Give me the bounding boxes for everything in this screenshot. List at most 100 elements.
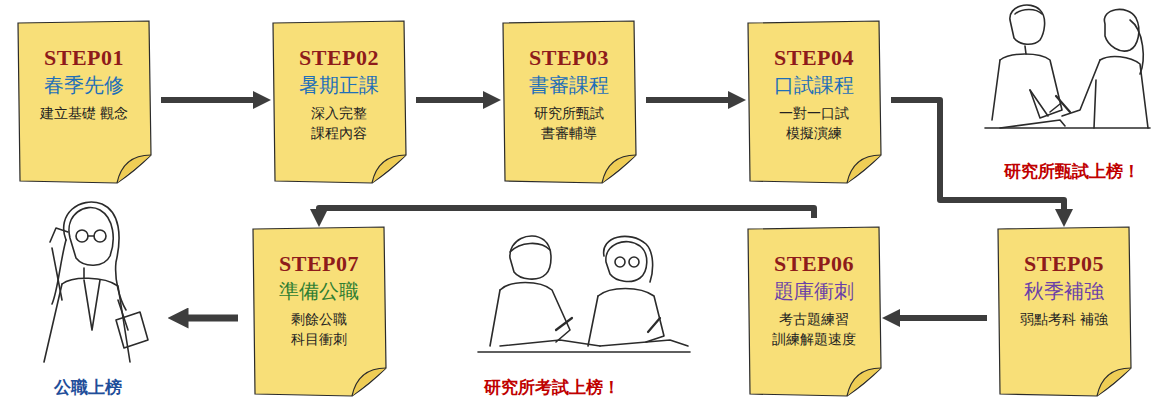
step-description: 建立基礎 觀念 xyxy=(38,104,130,124)
drawing-stroke xyxy=(598,289,664,343)
note-paper xyxy=(253,227,386,396)
drawing-stroke xyxy=(510,243,550,252)
note-curl xyxy=(847,368,881,396)
sticky-note: STEP01春季先修建立基礎 觀念 xyxy=(15,20,153,185)
drawing-stroke xyxy=(1000,120,1065,128)
sticky-note: STEP02暑期正課深入完整 課程內容 xyxy=(270,20,408,185)
note-curl xyxy=(352,368,386,396)
drawing-stroke xyxy=(500,340,600,346)
result-label: 研究所甄試上榜！ xyxy=(1002,160,1142,183)
note-paper xyxy=(503,21,636,183)
drawing-stroke xyxy=(500,283,570,343)
drawing-stroke xyxy=(52,248,62,300)
drawing-stroke xyxy=(1104,9,1138,51)
drawing-stroke xyxy=(76,230,88,242)
drawing-stroke xyxy=(1050,104,1060,112)
step-number: STEP07 xyxy=(260,252,378,276)
note-shape xyxy=(15,20,153,185)
note-paper xyxy=(748,21,881,183)
drawing-stroke xyxy=(83,268,85,278)
drawing-stroke xyxy=(606,242,647,282)
drawing-stroke xyxy=(118,300,128,330)
step-description: 剩餘公職 科目衝刺 xyxy=(273,310,365,349)
step-number: STEP06 xyxy=(755,252,873,276)
note-shape xyxy=(270,20,408,185)
step-title: 書審課程 xyxy=(510,72,628,98)
drawing-stroke xyxy=(1094,80,1096,128)
drawing-stroke xyxy=(94,230,106,242)
drawing-stroke xyxy=(44,284,62,362)
step-title: 暑期正課 xyxy=(280,72,398,98)
note-curl xyxy=(602,155,636,183)
flow-arrow xyxy=(161,97,262,103)
step-title: 春季先修 xyxy=(25,72,143,98)
note-paper xyxy=(998,227,1131,396)
note-curl xyxy=(117,155,151,183)
sticky-note: STEP06題庫衝刺考古題練習 訓練解題速度 xyxy=(745,226,883,398)
note-paper xyxy=(273,21,406,183)
step-number: STEP03 xyxy=(510,46,628,70)
students-illustration xyxy=(478,236,690,352)
note-shape xyxy=(745,20,883,185)
result-label: 研究所考試上榜！ xyxy=(482,376,622,399)
flow-arrow xyxy=(319,208,814,218)
drawing-stroke xyxy=(615,257,625,267)
drawing-stroke xyxy=(629,257,639,267)
drawing-stroke xyxy=(556,318,572,330)
step-title: 題庫衝刺 xyxy=(755,278,873,304)
step-description: 一對一口試 模擬演練 xyxy=(768,104,860,143)
sticky-note: STEP05秋季補強弱點考科 補強 xyxy=(995,226,1133,398)
drawing-stroke xyxy=(478,351,690,353)
drawing-stroke xyxy=(1015,10,1042,15)
step-description: 研究所甄試 書審輔導 xyxy=(523,104,615,143)
note-shape xyxy=(500,20,638,185)
drawing-stroke xyxy=(1130,20,1143,74)
drawing-stroke xyxy=(1010,5,1045,44)
drawing-stroke xyxy=(69,208,113,266)
note-paper xyxy=(18,21,151,183)
note-paper xyxy=(748,227,881,396)
step-description: 深入完整 課程內容 xyxy=(293,104,385,143)
note-curl xyxy=(847,155,881,183)
step-number: STEP05 xyxy=(1005,252,1123,276)
sticky-note: STEP03書審課程研究所甄試 書審輔導 xyxy=(500,20,638,185)
drawing-stroke xyxy=(588,296,598,346)
step-description: 弱點考科 補強 xyxy=(1018,310,1110,330)
flow-arrow xyxy=(891,100,1064,218)
interview-illustration xyxy=(985,5,1150,128)
note-curl xyxy=(1097,368,1131,396)
drawing-stroke xyxy=(1025,46,1026,54)
note-curl xyxy=(372,155,406,183)
drawing-stroke xyxy=(510,236,551,279)
step-description: 考古題練習 訓練解題速度 xyxy=(768,310,860,349)
drawing-stroke xyxy=(1000,54,1062,118)
flow-arrow xyxy=(416,97,492,103)
drawing-stroke xyxy=(88,235,94,237)
drawing-stroke xyxy=(116,312,148,348)
drawing-stroke xyxy=(992,60,1000,120)
flow-arrow xyxy=(891,315,987,321)
flow-arrow xyxy=(178,315,238,322)
step-number: STEP04 xyxy=(755,46,873,70)
drawing-stroke xyxy=(1056,96,1070,112)
drawing-stroke xyxy=(600,340,688,346)
step-title: 口試課程 xyxy=(755,72,873,98)
flow-arrow xyxy=(646,97,737,103)
drawing-stroke xyxy=(50,228,68,242)
step-number: STEP01 xyxy=(25,46,143,70)
drawing-stroke xyxy=(64,202,126,310)
drawing-stroke xyxy=(1100,57,1148,128)
sticky-note: STEP04口試課程一對一口試 模擬演練 xyxy=(745,20,883,185)
result-label: 公職上榜 xyxy=(52,376,124,399)
step-title: 準備公職 xyxy=(260,278,378,304)
sticky-note: STEP07準備公職剩餘公職 科目衝刺 xyxy=(250,226,388,398)
step-title: 秋季補強 xyxy=(1005,278,1123,304)
drawing-stroke xyxy=(648,318,660,332)
woman-illustration xyxy=(44,202,148,362)
step-number: STEP02 xyxy=(280,46,398,70)
drawing-stroke xyxy=(62,278,130,362)
drawing-stroke xyxy=(490,290,500,346)
drawing-stroke xyxy=(604,236,653,282)
drawing-stroke xyxy=(1030,90,1048,116)
drawing-stroke xyxy=(84,280,100,330)
